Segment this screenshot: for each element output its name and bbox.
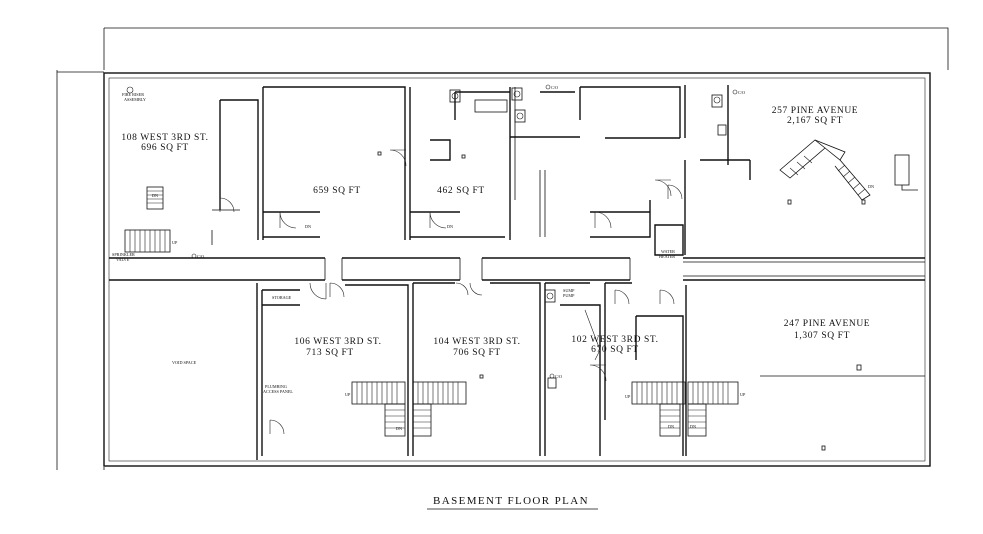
dn-note-462: DN: [447, 224, 453, 229]
upper-room-walls: [211, 85, 751, 256]
up-note-106: UP: [345, 392, 351, 397]
room-659-area: 659 SQ FT: [313, 186, 361, 196]
stair-247: [687, 381, 739, 437]
building-outline: [103, 72, 931, 467]
stairs: [124, 139, 871, 437]
up-note-102: UP: [625, 394, 631, 399]
sump-pump-note-2: PUMP: [563, 293, 575, 298]
co-note-corridor: C/O: [197, 254, 204, 259]
plan-title-group: BASEMENT FLOOR PLAN: [427, 495, 598, 510]
stair-nw: [124, 186, 171, 253]
site-frame: [56, 27, 949, 470]
corridor-walls: [109, 257, 925, 281]
co-note-upper: C/O: [551, 85, 558, 90]
room-108-name: 108 WEST 3RD ST.: [121, 133, 208, 143]
plumbing-note-1: PLUMBING: [265, 384, 287, 389]
stair-257: [779, 139, 871, 201]
sprinkler-note-1: SPRINKLER: [112, 252, 135, 257]
water-heater-note-1: WATER: [661, 249, 675, 254]
room-102-name: 102 WEST 3RD ST.: [571, 335, 658, 345]
lower-room-walls: [256, 282, 925, 460]
room-102-area: 670 SQ FT: [591, 345, 639, 355]
room-106-name: 106 WEST 3RD ST.: [294, 337, 381, 347]
dn-note-659: DN: [305, 224, 311, 229]
room-104-name: 104 WEST 3RD ST.: [433, 337, 520, 347]
dn-note-nw: DN: [152, 193, 158, 198]
dn-note-247: DN: [690, 424, 696, 429]
room-257-name: 257 PINE AVENUE: [772, 106, 858, 116]
fire-riser-note-1: FIRE RISER: [122, 92, 144, 97]
room-247-name: 247 PINE AVENUE: [784, 319, 870, 329]
sprinkler-note-2: VALVE: [116, 257, 130, 262]
water-heater-note-2: HEATER: [659, 254, 675, 259]
dn-note-106: DN: [396, 426, 402, 431]
dn-note-257: DN: [868, 184, 874, 189]
stair-104: [412, 381, 467, 437]
plumbing-fixtures: [126, 84, 918, 451]
co-note-102: C/O: [555, 374, 562, 379]
up-note-247: UP: [740, 392, 746, 397]
dn-note-102: DN: [668, 424, 674, 429]
plumbing-note-2: ACCESS PANEL: [263, 389, 293, 394]
room-labels: 108 WEST 3RD ST. 696 SQ FT 659 SQ FT 462…: [121, 106, 870, 358]
room-104-area: 706 SQ FT: [453, 348, 501, 358]
room-247-area: 1,307 SQ FT: [794, 331, 850, 341]
stair-102: [631, 381, 686, 437]
plan-title: BASEMENT FLOOR PLAN: [433, 495, 589, 507]
void-space-label: VOID SPACE: [172, 360, 197, 365]
co-note-257: C/O: [738, 90, 745, 95]
room-257-area: 2,167 SQ FT: [787, 116, 843, 126]
storage-label: STORAGE: [272, 295, 292, 300]
up-note-nw: UP: [172, 240, 178, 245]
room-108-area: 696 SQ FT: [141, 143, 189, 153]
room-106-area: 713 SQ FT: [306, 348, 354, 358]
sump-pump-note-1: SUMP: [563, 288, 575, 293]
room-462-area: 462 SQ FT: [437, 186, 485, 196]
stair-106: [351, 381, 406, 437]
door-swings: [219, 149, 683, 435]
annotations: FIRE RISER ASSEMBLY SPRINKLER VALVE VOID…: [112, 85, 874, 431]
fire-riser-note-2: ASSEMBLY: [124, 97, 146, 102]
